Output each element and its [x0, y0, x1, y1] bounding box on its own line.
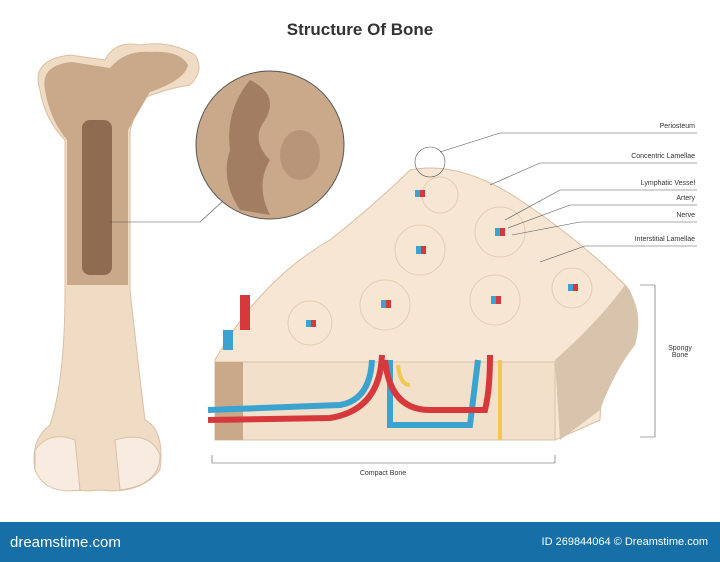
label-spongy-bone: Spongy Bone	[668, 345, 692, 359]
femur-illustration	[33, 43, 200, 492]
bone-diagram	[33, 43, 697, 492]
magnified-spongy-circle	[195, 70, 345, 220]
footer-bar: dreamstime.com ID 269844064 © Dreamstime…	[0, 522, 720, 562]
label-artery: Artery	[676, 195, 695, 202]
label-leader-lines	[211, 132, 697, 464]
label-nerve: Nerve	[676, 212, 695, 219]
label-lymphatic-vessel: Lymphatic Vessel	[640, 180, 695, 187]
label-compact-bone: Compact Bone	[359, 470, 407, 477]
image-credit: ID 269844064 © Dreamstime.com	[541, 536, 708, 548]
label-concentric-lamellae: Concentric Lamellae	[631, 153, 695, 160]
bone-section	[207, 167, 639, 441]
diagram-title: Structure Of Bone	[286, 20, 434, 39]
label-interstitial-lamellae: Interstitial Lamellae	[634, 236, 695, 243]
label-periosteum: Periosteum	[659, 123, 695, 130]
blood-vessels	[207, 295, 502, 440]
brand-logo: dreamstime.com	[10, 534, 121, 551]
